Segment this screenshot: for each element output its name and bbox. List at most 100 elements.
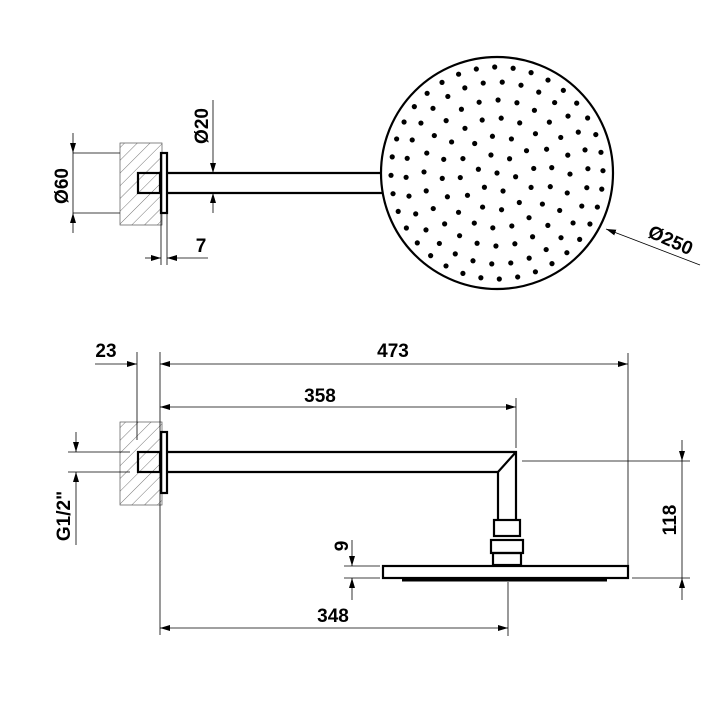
nozzle-dot: [457, 174, 463, 181]
nozzle-dot: [560, 87, 566, 93]
nozzle-dot: [532, 269, 539, 275]
dim-label: 348: [317, 606, 349, 627]
nozzle-dot: [510, 65, 516, 71]
nozzle-dot: [584, 185, 590, 191]
nozzle-dot: [570, 220, 576, 226]
nozzle-dot: [582, 147, 588, 153]
nozzle-dot: [509, 223, 515, 229]
nozzle-dot: [565, 152, 571, 158]
nozzle-dot: [424, 150, 430, 156]
nozzle-dot: [389, 154, 395, 160]
nozzle-dot: [517, 120, 523, 126]
dim-arm-length: 358: [160, 386, 517, 448]
dim-height: 118: [522, 440, 690, 600]
nozzle-dot: [587, 221, 593, 227]
nozzle-dot: [528, 184, 534, 191]
nozzle-dot: [499, 79, 505, 85]
nozzle-dot: [478, 275, 484, 281]
connector-collar: [491, 551, 523, 567]
dim-head-diameter: Ø250: [605, 222, 701, 266]
dim-label: 473: [377, 341, 409, 362]
nozzle-dot: [414, 240, 420, 246]
nozzle-dot: [532, 131, 539, 137]
wall-flange: [159, 151, 169, 215]
nozzle-dot: [518, 82, 524, 88]
nozzle-dot: [557, 207, 563, 214]
nozzle-dot: [436, 240, 442, 247]
nozzle-dot: [523, 148, 530, 154]
nozzle-dot: [498, 115, 504, 121]
nozzle-dot: [564, 190, 570, 196]
nozzle-dot: [449, 139, 455, 145]
nozzle-dot: [439, 175, 445, 181]
nozzle-dot: [549, 165, 555, 171]
nozzle-dot: [413, 211, 419, 217]
nozzle-dot: [526, 215, 532, 221]
nozzle-dot: [488, 152, 494, 158]
dim-wall-depth: 23: [95, 341, 161, 635]
nozzle-dot: [558, 235, 564, 241]
nozzle-dot: [514, 100, 520, 106]
nozzle-dot: [495, 97, 501, 103]
wall-section-hatch: [119, 142, 163, 226]
nozzle-dot: [575, 129, 581, 135]
nozzle-dot: [428, 253, 434, 259]
nozzle-dot: [506, 156, 513, 162]
nozzle-dot: [475, 166, 481, 172]
dim-label: G1/2": [54, 491, 75, 541]
nozzle-dot: [536, 89, 542, 95]
nozzle-dot: [539, 201, 545, 207]
dim-label: 9: [332, 541, 353, 552]
nozzle-dot: [493, 243, 499, 249]
nozzle-dot: [460, 155, 466, 162]
nozzle-grid: [388, 64, 606, 282]
nozzle-dot: [508, 260, 514, 266]
nozzle-dot: [545, 77, 551, 83]
nozzle-dot: [424, 90, 430, 96]
nozzle-dot: [455, 209, 462, 215]
side-view: 23 473 358 G1/2" 9: [54, 341, 690, 636]
nozzle-dot: [443, 263, 449, 269]
nozzle-dot: [577, 236, 583, 242]
dim-head-thickness: 9: [332, 540, 380, 600]
nozzle-dot: [456, 233, 463, 239]
nozzle-dot: [480, 80, 486, 86]
nozzle-dot: [543, 146, 550, 152]
nozzle-dot: [404, 155, 410, 161]
nozzle-dot: [411, 104, 417, 110]
nozzle-dot: [430, 205, 436, 212]
dim-label: Ø60: [52, 168, 73, 204]
nozzle-dot: [496, 276, 502, 282]
dim-label: 358: [304, 386, 336, 407]
nozzle-dot: [515, 274, 521, 280]
nozzle-dot: [443, 118, 449, 124]
nozzle-dot: [452, 251, 458, 257]
nozzle-dot: [431, 132, 437, 139]
dim-flange-diameter: Ø60: [52, 133, 120, 233]
connector-nut-upper: [492, 518, 522, 538]
nozzle-dot: [458, 106, 465, 112]
nozzle-dot: [395, 208, 401, 215]
nozzle-dot: [455, 71, 462, 77]
dim-arm-diameter: Ø20: [192, 100, 216, 213]
nozzle-dot: [512, 241, 518, 247]
nozzle-dot: [545, 222, 551, 228]
dim-label: 118: [660, 505, 681, 536]
nozzle-dot: [462, 125, 468, 131]
nozzle-dot: [528, 70, 534, 76]
nozzle-dot: [489, 133, 496, 139]
nozzle-dot: [473, 66, 479, 72]
nozzle-dot: [421, 169, 427, 175]
nozzle-dot: [490, 225, 496, 231]
shower-head-outline: [379, 55, 615, 291]
nozzle-dot: [403, 225, 409, 231]
nozzle-dot: [494, 170, 500, 176]
nozzle-dot: [479, 204, 486, 210]
nozzle-dot: [460, 270, 466, 276]
nozzle-dot: [442, 221, 448, 227]
nozzle-dot: [474, 240, 480, 246]
nozzle-dot: [531, 107, 538, 113]
nozzle-dot: [390, 191, 396, 197]
dim-label: Ø250: [645, 222, 696, 260]
